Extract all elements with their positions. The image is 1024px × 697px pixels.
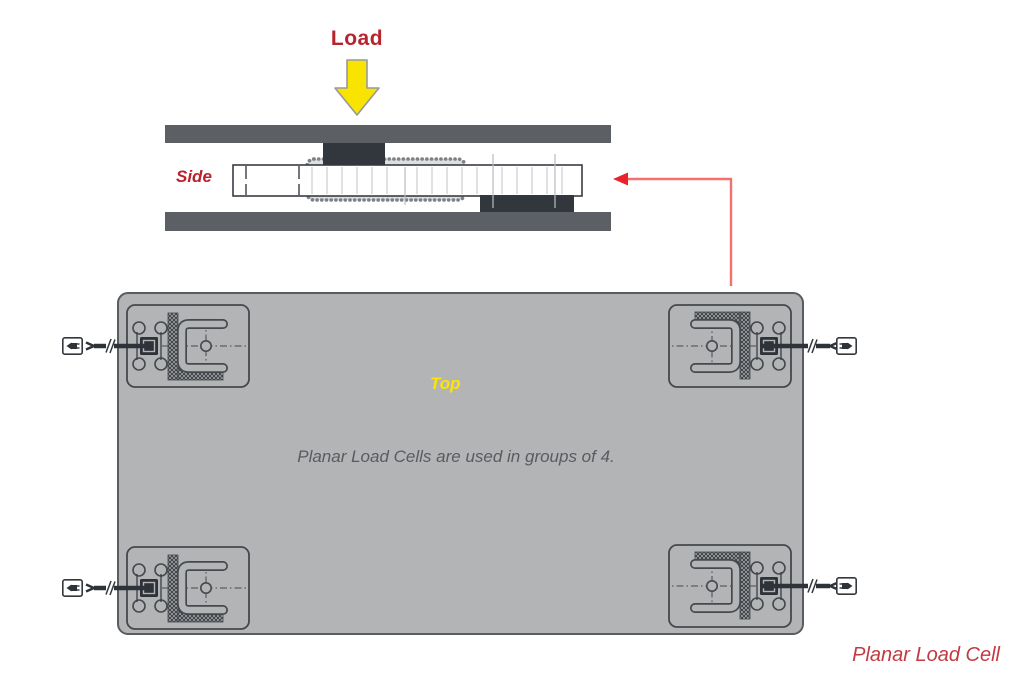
top-view — [61, 292, 858, 635]
beam-joint-ticks — [245, 166, 300, 195]
pointer-arrowhead-icon — [613, 172, 628, 186]
cable-break-icon — [105, 338, 116, 354]
lower-load-button — [480, 195, 574, 212]
load-label: Load — [330, 27, 384, 50]
cable-break-icon — [105, 580, 116, 596]
load-cell-beam — [232, 164, 583, 197]
beam-section-lines — [311, 167, 563, 194]
top-view-label: Top — [430, 374, 461, 393]
cable-top-left — [61, 336, 146, 356]
cable-bottom-right — [762, 576, 858, 596]
side-view-label: Side — [176, 167, 212, 186]
connector-plug-icon — [61, 336, 83, 356]
diagram-title: Planar Load Cell — [852, 644, 1000, 666]
load-arrow-icon — [334, 59, 380, 116]
cable-top-right — [762, 336, 858, 356]
cable-break-icon — [807, 578, 818, 594]
side-view — [165, 59, 611, 231]
connector-plug-icon — [835, 336, 858, 356]
bottom-plate — [165, 212, 611, 231]
connector-plug-icon — [61, 578, 83, 598]
cable-bottom-left — [61, 578, 146, 598]
top-plate — [165, 125, 611, 143]
mounted-panel — [117, 292, 804, 635]
beam-hidden-lines — [404, 154, 556, 208]
upper-load-button — [323, 143, 385, 165]
connector-plug-icon — [835, 576, 858, 596]
diagram-caption: Planar Load Cells are used in groups of … — [297, 447, 615, 466]
pointer-arrow — [613, 172, 733, 286]
cable-break-icon — [807, 338, 818, 354]
